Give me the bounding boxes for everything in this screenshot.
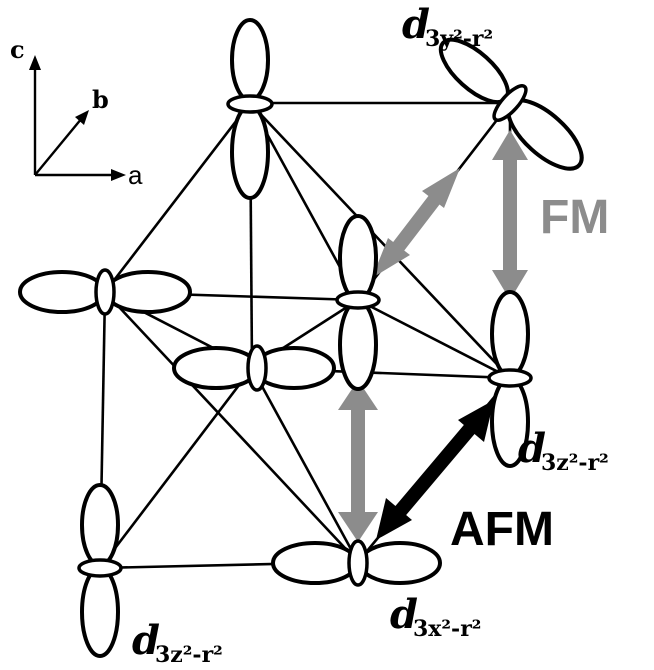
lattice-edges [98, 101, 512, 570]
b-axis-line [34, 117, 83, 176]
label-bottom-center: d 3x²-r² [390, 591, 481, 642]
label-subscript: 3z²-r² [155, 642, 223, 668]
edge [98, 367, 254, 569]
orbital-d3z2-bottom-left [77, 483, 123, 658]
b-axis-label: b [92, 85, 109, 114]
fm-arrows [338, 130, 528, 542]
fm-arrow-vertical [492, 130, 528, 300]
label-d: d [518, 425, 546, 472]
c-axis-arrowhead [29, 55, 41, 70]
a-axis-arrowhead [111, 169, 126, 181]
edge [249, 102, 511, 379]
edge [103, 102, 252, 293]
orbital-d3z2-right-middle [487, 290, 533, 468]
label-d: d [132, 617, 160, 664]
orbital-d3z2-center-top [335, 214, 381, 391]
orbital-d3y2-back-top-right [438, 37, 584, 171]
b-axis-arrowhead [75, 110, 89, 125]
afm-label: AFM [450, 503, 554, 556]
label-subscript: 3z²-r² [541, 450, 609, 476]
label-d: d [402, 1, 430, 48]
fm-arrow-diagonal [372, 168, 460, 278]
label-top-right: d 3y²-r² [402, 1, 493, 52]
edge [250, 367, 360, 563]
label-subscript: 3y²-r² [425, 26, 493, 52]
fm-label: FM [540, 191, 609, 244]
afm-arrow [376, 400, 494, 540]
label-subscript: 3x²-r² [413, 616, 481, 642]
orbital-d3x2-center-middle [172, 344, 336, 392]
c-axis-label: c [10, 35, 25, 64]
label-d: d [390, 591, 418, 638]
label-bottom-left: d 3z²-r² [132, 617, 223, 668]
fm-arrow-lower [338, 380, 378, 542]
label-right-middle: d 3z²-r² [518, 425, 609, 476]
orbital-d3x2-left-middle [18, 268, 192, 316]
a-axis-label: a [128, 160, 143, 190]
edge [104, 291, 359, 563]
orbital-d3x2-bottom-center [271, 539, 442, 587]
edge [357, 298, 511, 380]
axes-indicator: c b a [10, 35, 143, 190]
orbital-d3z2-back-top-left [226, 18, 274, 200]
